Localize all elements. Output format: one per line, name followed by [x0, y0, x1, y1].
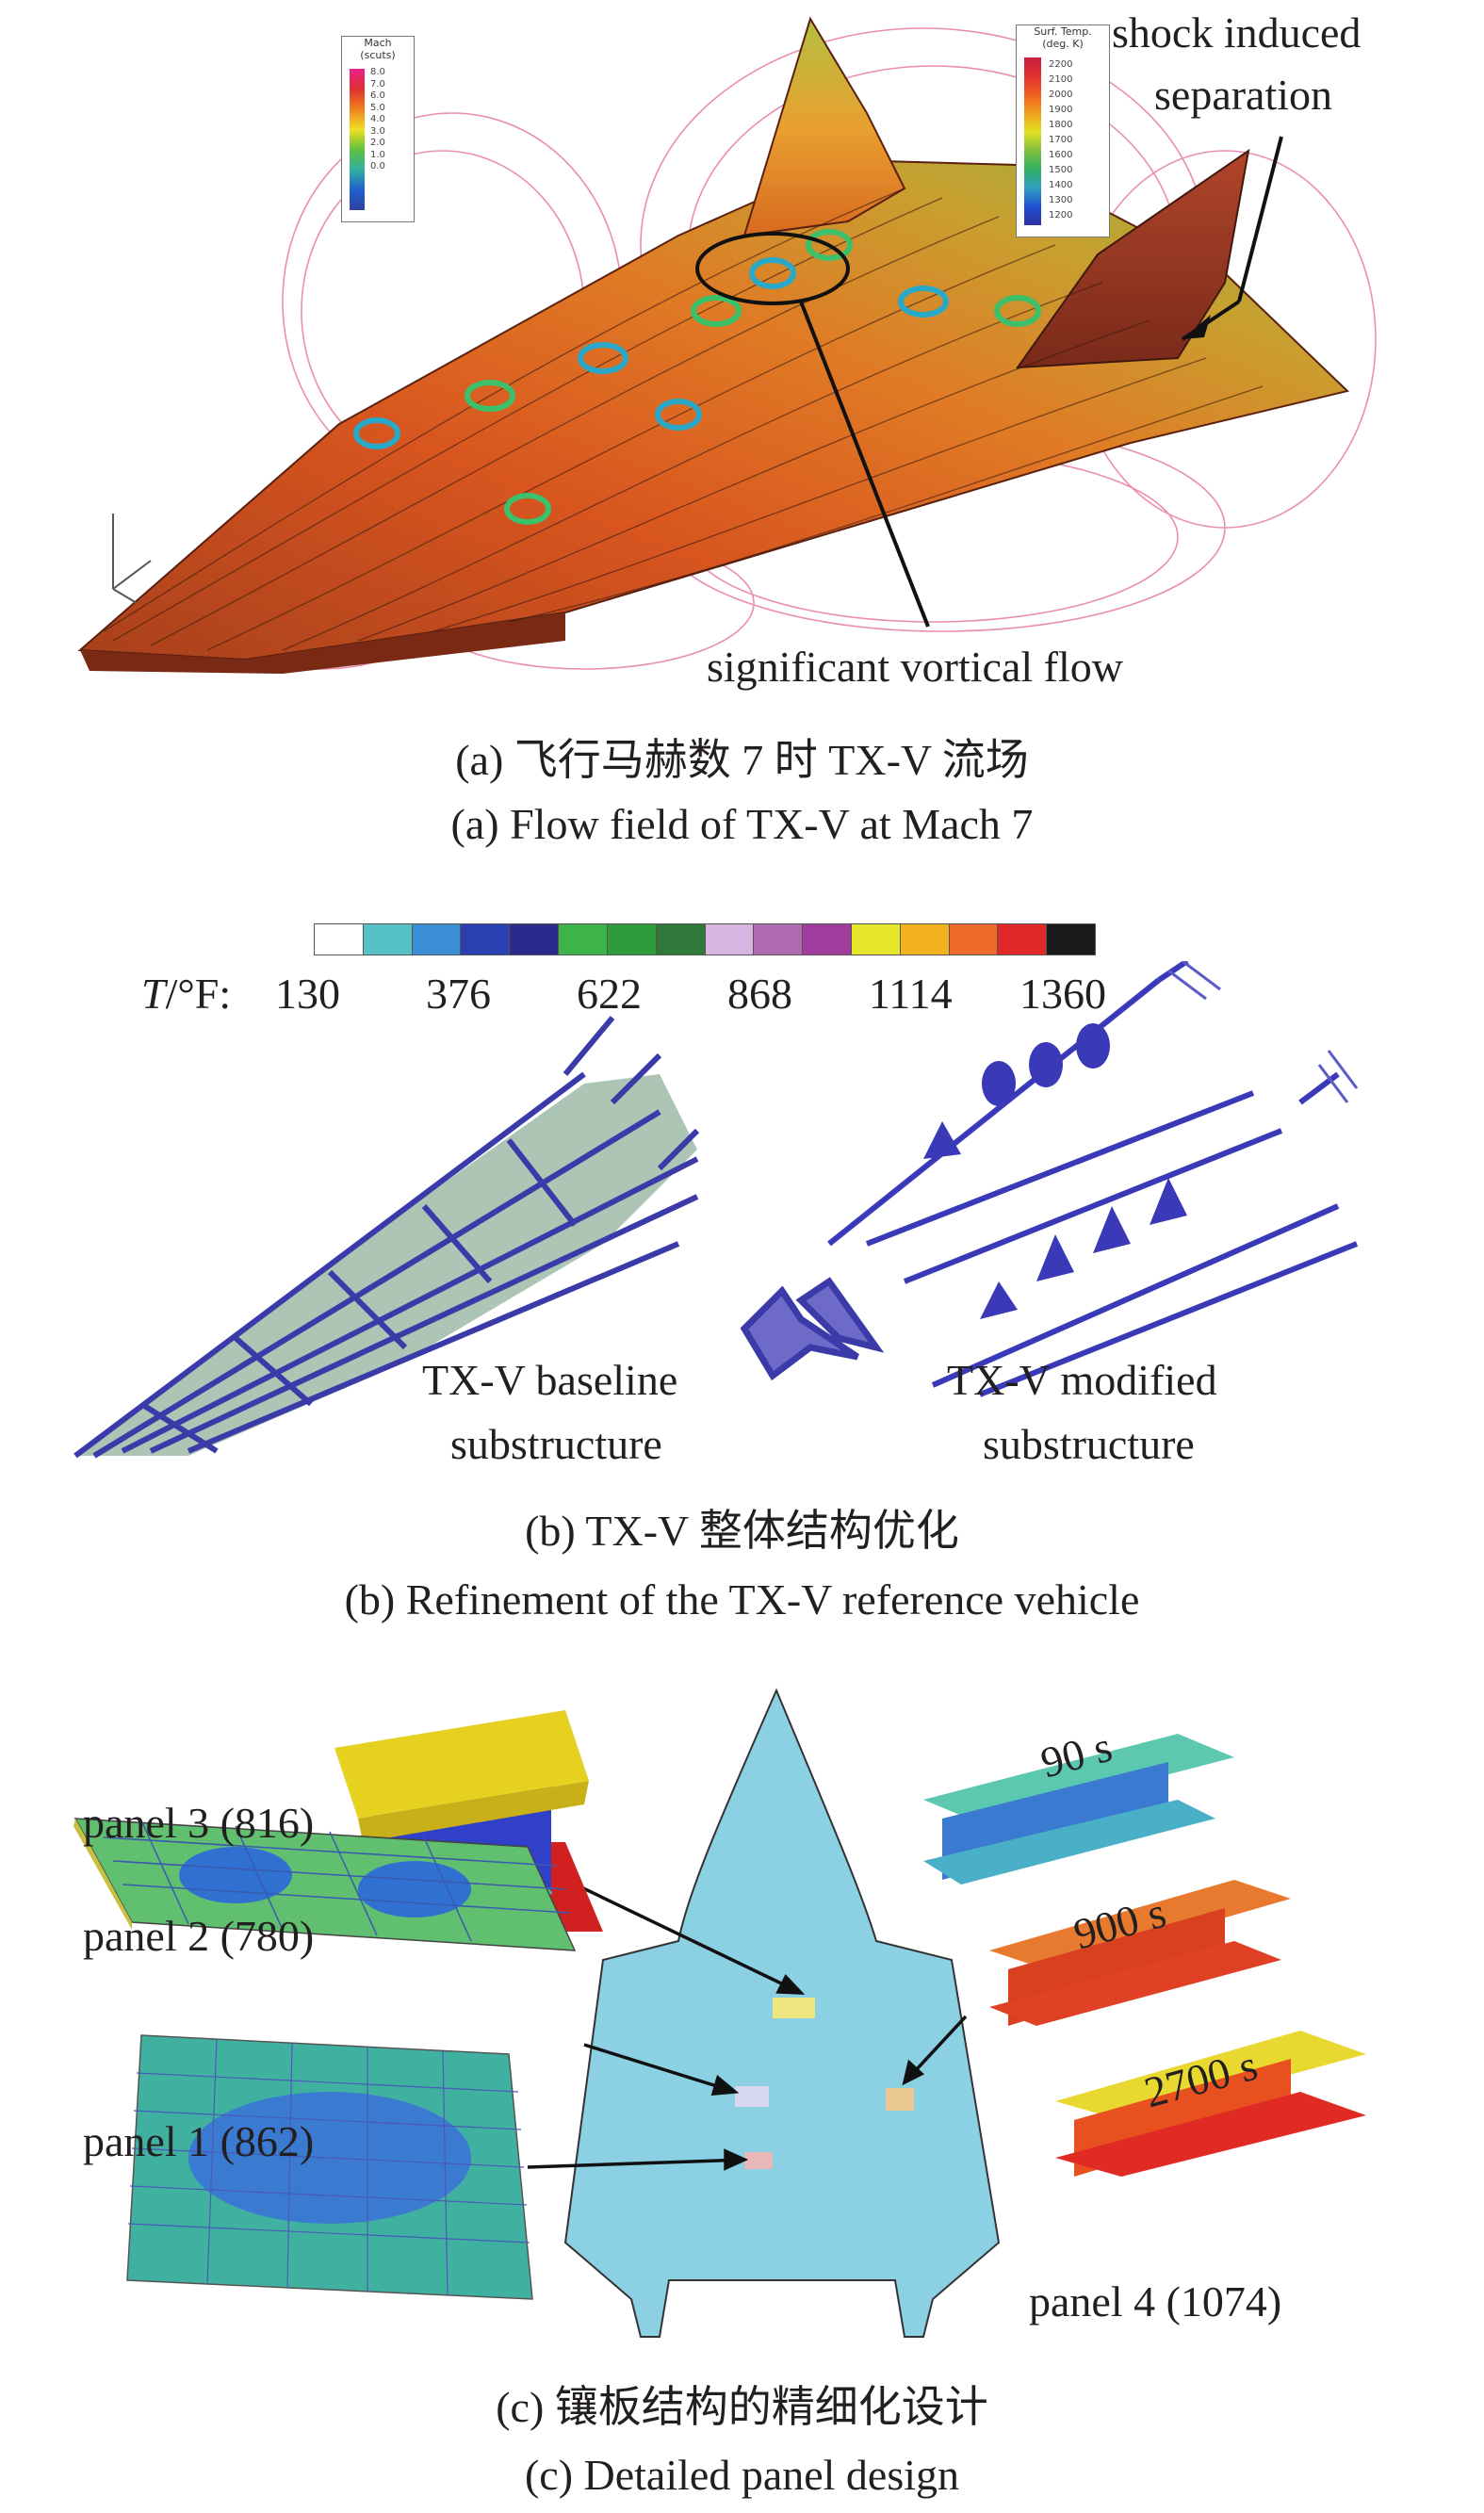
- baseline-label-line1: TX-V baseline: [422, 1356, 678, 1404]
- vortical-flow-label: significant vortical flow: [707, 643, 1123, 691]
- mach-tick: 4.0: [370, 114, 385, 124]
- temp-tick: 1300: [1049, 195, 1073, 205]
- temp-tick: 2200: [1049, 59, 1073, 70]
- panel2-model: [73, 1818, 577, 1951]
- temp-tick: 1200: [1049, 210, 1073, 220]
- temperature-colorbar: [314, 923, 1096, 955]
- caption-a-english: (a) Flow field of TX-V at Mach 7: [450, 800, 1034, 848]
- temp-legend-title: Surf. Temp.: [1034, 25, 1092, 38]
- colorbar-tick: 376: [426, 970, 491, 1018]
- panel4-2700s-model: [1055, 2031, 1366, 2177]
- colorbar-tick: 1360: [1019, 970, 1106, 1018]
- vortex-markers: [353, 229, 1041, 525]
- panel2-location: [735, 2086, 769, 2107]
- temp-tick: 1500: [1049, 165, 1073, 175]
- temp-tick: 2000: [1049, 90, 1073, 100]
- baseline-label-line2: substructure: [450, 1420, 662, 1468]
- colorbar-segment: [754, 924, 804, 955]
- caption-a-chinese: (a) 飞行马赫数 7 时 TX-V 流场: [455, 736, 1029, 784]
- mach-tick: 7.0: [370, 78, 385, 90]
- colorbar-segment: [510, 924, 560, 955]
- colorbar-tick: 622: [577, 970, 642, 1018]
- temp-tick: 2100: [1049, 74, 1073, 85]
- baseline-substructure: [73, 1016, 700, 1459]
- flow-field-illustration: [77, 16, 1377, 674]
- colorbar-segment: [559, 924, 608, 955]
- mach-tick: 0.0: [370, 161, 385, 171]
- modified-substructure: [827, 961, 1359, 1397]
- surface-temp-legend: Surf. Temp. (deg. K) 2200 2100 2000 1900…: [1016, 24, 1110, 237]
- temp-tick: 1800: [1049, 120, 1073, 130]
- colorbar-segment: [412, 924, 462, 955]
- winglet-parts: [740, 1277, 885, 1381]
- mach-legend-unit: (scuts): [360, 49, 396, 61]
- colorbar-segment: [998, 924, 1048, 955]
- panel4-label: panel 4 (1074): [1029, 2277, 1282, 2325]
- modified-label-line2: substructure: [983, 1420, 1195, 1468]
- colorbar-segment: [949, 924, 999, 955]
- shock-leader-line: [1237, 136, 1283, 302]
- shock-label-line1: shock induced: [1112, 8, 1362, 57]
- panel4-location: [886, 2088, 914, 2111]
- caption-c-chinese: (c) 镶板结构的精细化设计: [496, 2383, 988, 2431]
- mach-legend: Mach (scuts) 8.0 7.0 6.0 5.0 4.0 3.0 2.0…: [341, 36, 415, 222]
- substructure-illustration: [73, 961, 1359, 1459]
- panel1-model: [126, 2034, 533, 2300]
- panel4-900s-model: [989, 1880, 1291, 2026]
- panel2-label: panel 2 (780): [83, 1912, 315, 1960]
- colorbar-segment: [803, 924, 852, 955]
- temp-legend-colorbar: [1024, 57, 1041, 225]
- panel1-label: panel 1 (862): [83, 2117, 315, 2165]
- surface-streamlines: [103, 188, 1264, 651]
- temp-legend-unit: (deg. K): [1042, 38, 1084, 50]
- mach-tick: 1.0: [370, 149, 385, 160]
- shock-label-line2: separation: [1154, 71, 1333, 119]
- temp-tick: 1700: [1049, 135, 1073, 145]
- modified-label-line1: TX-V modified: [947, 1356, 1217, 1404]
- colorbar-segment: [363, 924, 413, 955]
- mach-tick: 6.0: [370, 90, 385, 101]
- mach-tick: 5.0: [370, 102, 385, 113]
- colorbar-segment: [607, 924, 657, 955]
- vertical-tail: [742, 16, 906, 237]
- colorbar-segment: [900, 924, 950, 955]
- colorbar-tick: 1114: [869, 970, 953, 1018]
- caption-b-english: (b) Refinement of the TX-V reference veh…: [344, 1575, 1140, 1624]
- caption-b-chinese: (b) TX-V 整体结构优化: [525, 1507, 959, 1555]
- colorbar-segment: [315, 924, 364, 955]
- colorbar-segment: [656, 924, 706, 955]
- colorbar-segment: [705, 924, 755, 955]
- caption-c-english: (c) Detailed panel design: [524, 2451, 960, 2499]
- colorbar-segment: [461, 924, 511, 955]
- panel3-label: panel 3 (816): [83, 1799, 315, 1847]
- t-unit: /°F:: [165, 970, 232, 1018]
- panel-design-illustration: [73, 1688, 1366, 2338]
- mach-tick: 8.0: [370, 67, 385, 77]
- temp-tick: 1400: [1049, 180, 1073, 190]
- colorbar-tick: 868: [727, 970, 792, 1018]
- vortical-leader-line: [799, 301, 930, 628]
- panel1-location: [744, 2152, 773, 2169]
- colorbar-segment: [851, 924, 901, 955]
- mach-legend-colorbar: [350, 69, 365, 210]
- right-fin: [1015, 148, 1250, 369]
- panel3-location: [773, 1998, 815, 2018]
- panel4-90s-model: [923, 1734, 1234, 1885]
- t-symbol: T: [141, 970, 166, 1018]
- axis-triad-icon: [112, 514, 152, 604]
- colorbar-tick: 130: [275, 970, 340, 1018]
- temp-tick: 1600: [1049, 150, 1073, 160]
- mach-tick: 3.0: [370, 125, 385, 137]
- mach-tick: 2.0: [370, 138, 385, 148]
- colorbar-segment: [1047, 924, 1095, 955]
- temp-tick: 1900: [1049, 105, 1073, 115]
- location-arrows: [527, 1873, 968, 2171]
- mach-legend-title: Mach: [364, 37, 392, 49]
- vehicle-body: [77, 158, 1350, 661]
- t-axis-label: T/°F:: [141, 972, 231, 1016]
- vortical-circle: [695, 232, 850, 305]
